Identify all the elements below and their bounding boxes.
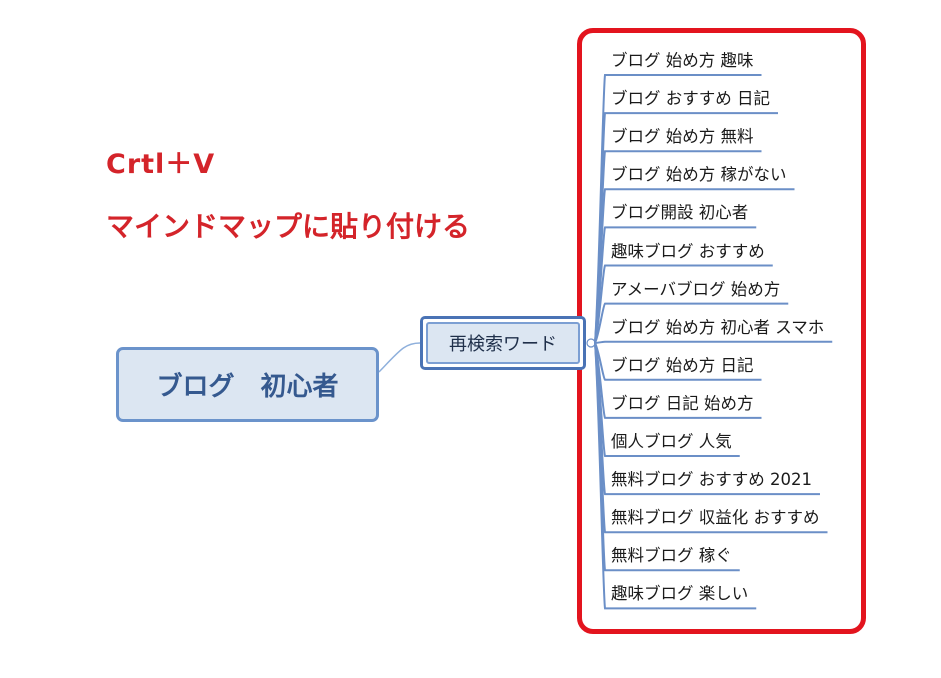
keyword-topic[interactable]: 無料ブログ おすすめ 2021 <box>611 470 812 490</box>
branch-node-inner: 再検索ワード <box>426 322 580 364</box>
root-to-branch-connector <box>378 342 421 373</box>
keyword-topic[interactable]: ブログ 始め方 稼がない <box>611 165 787 185</box>
keyword-topic[interactable]: ブログ 始め方 初心者 スマホ <box>611 317 825 337</box>
instruction-paste-shortcut: Crtl＋V <box>106 149 216 180</box>
keyword-connector <box>594 342 757 610</box>
keyword-topic[interactable]: ブログ 始め方 日記 <box>611 355 754 375</box>
keyword-topic[interactable]: 趣味ブログ 楽しい <box>611 584 749 604</box>
root-node[interactable]: ブログ 初心者 <box>116 347 379 422</box>
keyword-topic[interactable]: 無料ブログ 稼ぐ <box>611 546 732 566</box>
keyword-topic[interactable]: ブログ 日記 始め方 <box>611 393 754 413</box>
keyword-topic[interactable]: 個人ブログ 人気 <box>611 432 732 451</box>
keyword-topic[interactable]: ブログ おすすめ 日記 <box>611 89 770 109</box>
keyword-topic[interactable]: アメーバブログ 始め方 <box>611 279 781 299</box>
root-node-label: ブログ 初心者 <box>156 372 339 402</box>
keyword-connector <box>594 302 789 344</box>
keyword-topic[interactable]: 趣味ブログ おすすめ <box>611 241 765 261</box>
keyword-topic[interactable]: 無料ブログ 収益化 おすすめ <box>611 508 820 528</box>
branch-node[interactable]: 再検索ワード <box>420 316 586 370</box>
branch-node-label: 再検索ワード <box>449 334 557 355</box>
instruction-paste-into-mindmap: マインドマップに貼り付ける <box>106 210 471 243</box>
keyword-connector <box>594 340 833 344</box>
keyword-topic[interactable]: ブログ 始め方 無料 <box>611 127 754 147</box>
keyword-connectors <box>594 74 833 610</box>
keyword-topic[interactable]: ブログ 始め方 趣味 <box>611 51 754 70</box>
keyword-topic[interactable]: ブログ開設 初心者 <box>611 203 749 223</box>
